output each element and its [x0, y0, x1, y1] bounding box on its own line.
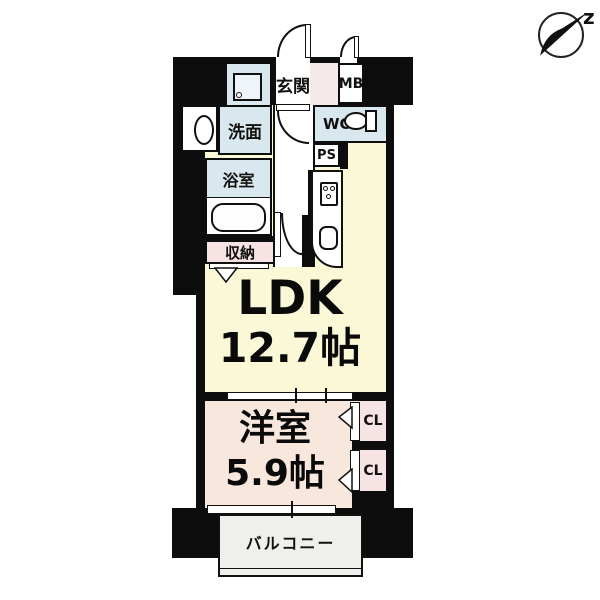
compass-north-letter: z: [583, 5, 595, 29]
stove-burner-icon: [330, 186, 335, 191]
bathroom-label: 浴室: [222, 170, 255, 190]
bathroom: 浴室: [207, 160, 270, 198]
entrance-label: 玄関: [276, 76, 310, 97]
closet-upper: CL: [360, 401, 386, 441]
meter-box-label: MB: [338, 75, 364, 92]
partition-tick: [295, 388, 297, 403]
pan-drain-icon: [236, 92, 242, 98]
closet-lower: CL: [360, 450, 386, 491]
entrance-hall: 玄関: [276, 63, 310, 105]
entrance-door-leaf: [305, 24, 311, 58]
stove-burner-icon: [326, 194, 331, 199]
balcony-window-tick: [291, 501, 293, 518]
balcony-railing-line: [220, 568, 361, 569]
wall-left-lower: [196, 295, 205, 510]
ldk-door-leaf: [274, 212, 281, 257]
meter-box: MB: [338, 63, 364, 104]
storage-door-icon: [214, 267, 238, 284]
balcony-window-strip: [207, 505, 336, 514]
basin-alcove: [181, 105, 218, 152]
wc-label: WC: [323, 115, 351, 133]
kitchen-counter: [311, 170, 343, 268]
meter-box-opening: [340, 55, 357, 64]
wall-left-upper: [173, 57, 181, 157]
meter-box-door-leaf: [354, 36, 359, 58]
entrance-step-dashed-line: [273, 62, 275, 105]
entrance-door-arc: [277, 24, 307, 57]
bathroom-unit: 浴室: [205, 158, 272, 236]
wall-closet-divider: [352, 441, 386, 450]
balcony: バルコニー: [218, 514, 363, 577]
closet-upper-door-icon: [338, 406, 353, 430]
partition-sliding-door: [227, 392, 353, 400]
ldk-name: LDK: [237, 271, 343, 326]
wall-ps-stub: [340, 143, 348, 169]
stove-icon: [320, 182, 338, 206]
bedroom-title: 洋室 5.9帖: [185, 410, 365, 493]
wash-basin-icon: [194, 115, 214, 145]
toilet-tank-icon: [365, 110, 377, 132]
entrance-alcove: [310, 63, 338, 105]
wall-left-stub: [173, 150, 205, 158]
pipe-space-label: PS: [317, 147, 336, 163]
partition-tick: [325, 388, 327, 403]
hallway-door-leaf-upper: [276, 104, 310, 111]
washing-machine-pan-icon: [233, 73, 262, 101]
wall-closet-bottom: [352, 491, 386, 508]
wall-right: [386, 100, 394, 512]
bathtub-icon: [211, 203, 266, 232]
wall-kitchen-stub: [308, 170, 311, 230]
bedroom-area: 5.9帖: [225, 452, 325, 494]
storage: 収納: [205, 240, 275, 264]
closet-lower-door-icon: [338, 468, 353, 494]
washroom-label: 洗面: [228, 122, 262, 143]
wall-left-mid: [173, 158, 205, 295]
wall-bath-storage: [205, 236, 275, 240]
washroom: 洗面: [218, 105, 272, 155]
bedroom-name: 洋室: [238, 408, 311, 449]
entrance-door-opening: [276, 55, 310, 64]
ldk-title: LDK 12.7帖: [190, 274, 390, 370]
stove-burner-icon: [323, 186, 328, 191]
closet-upper-label: CL: [363, 413, 383, 429]
closet-lower-label: CL: [363, 462, 383, 479]
pipe-space: PS: [313, 143, 340, 167]
storage-label: 収納: [224, 243, 255, 262]
ldk-area: 12.7帖: [218, 324, 362, 373]
balcony-label: バルコニー: [245, 533, 336, 553]
kitchen-sink-icon: [319, 226, 338, 250]
storage-door-strip: [209, 263, 269, 269]
compass-icon: z: [538, 5, 595, 58]
